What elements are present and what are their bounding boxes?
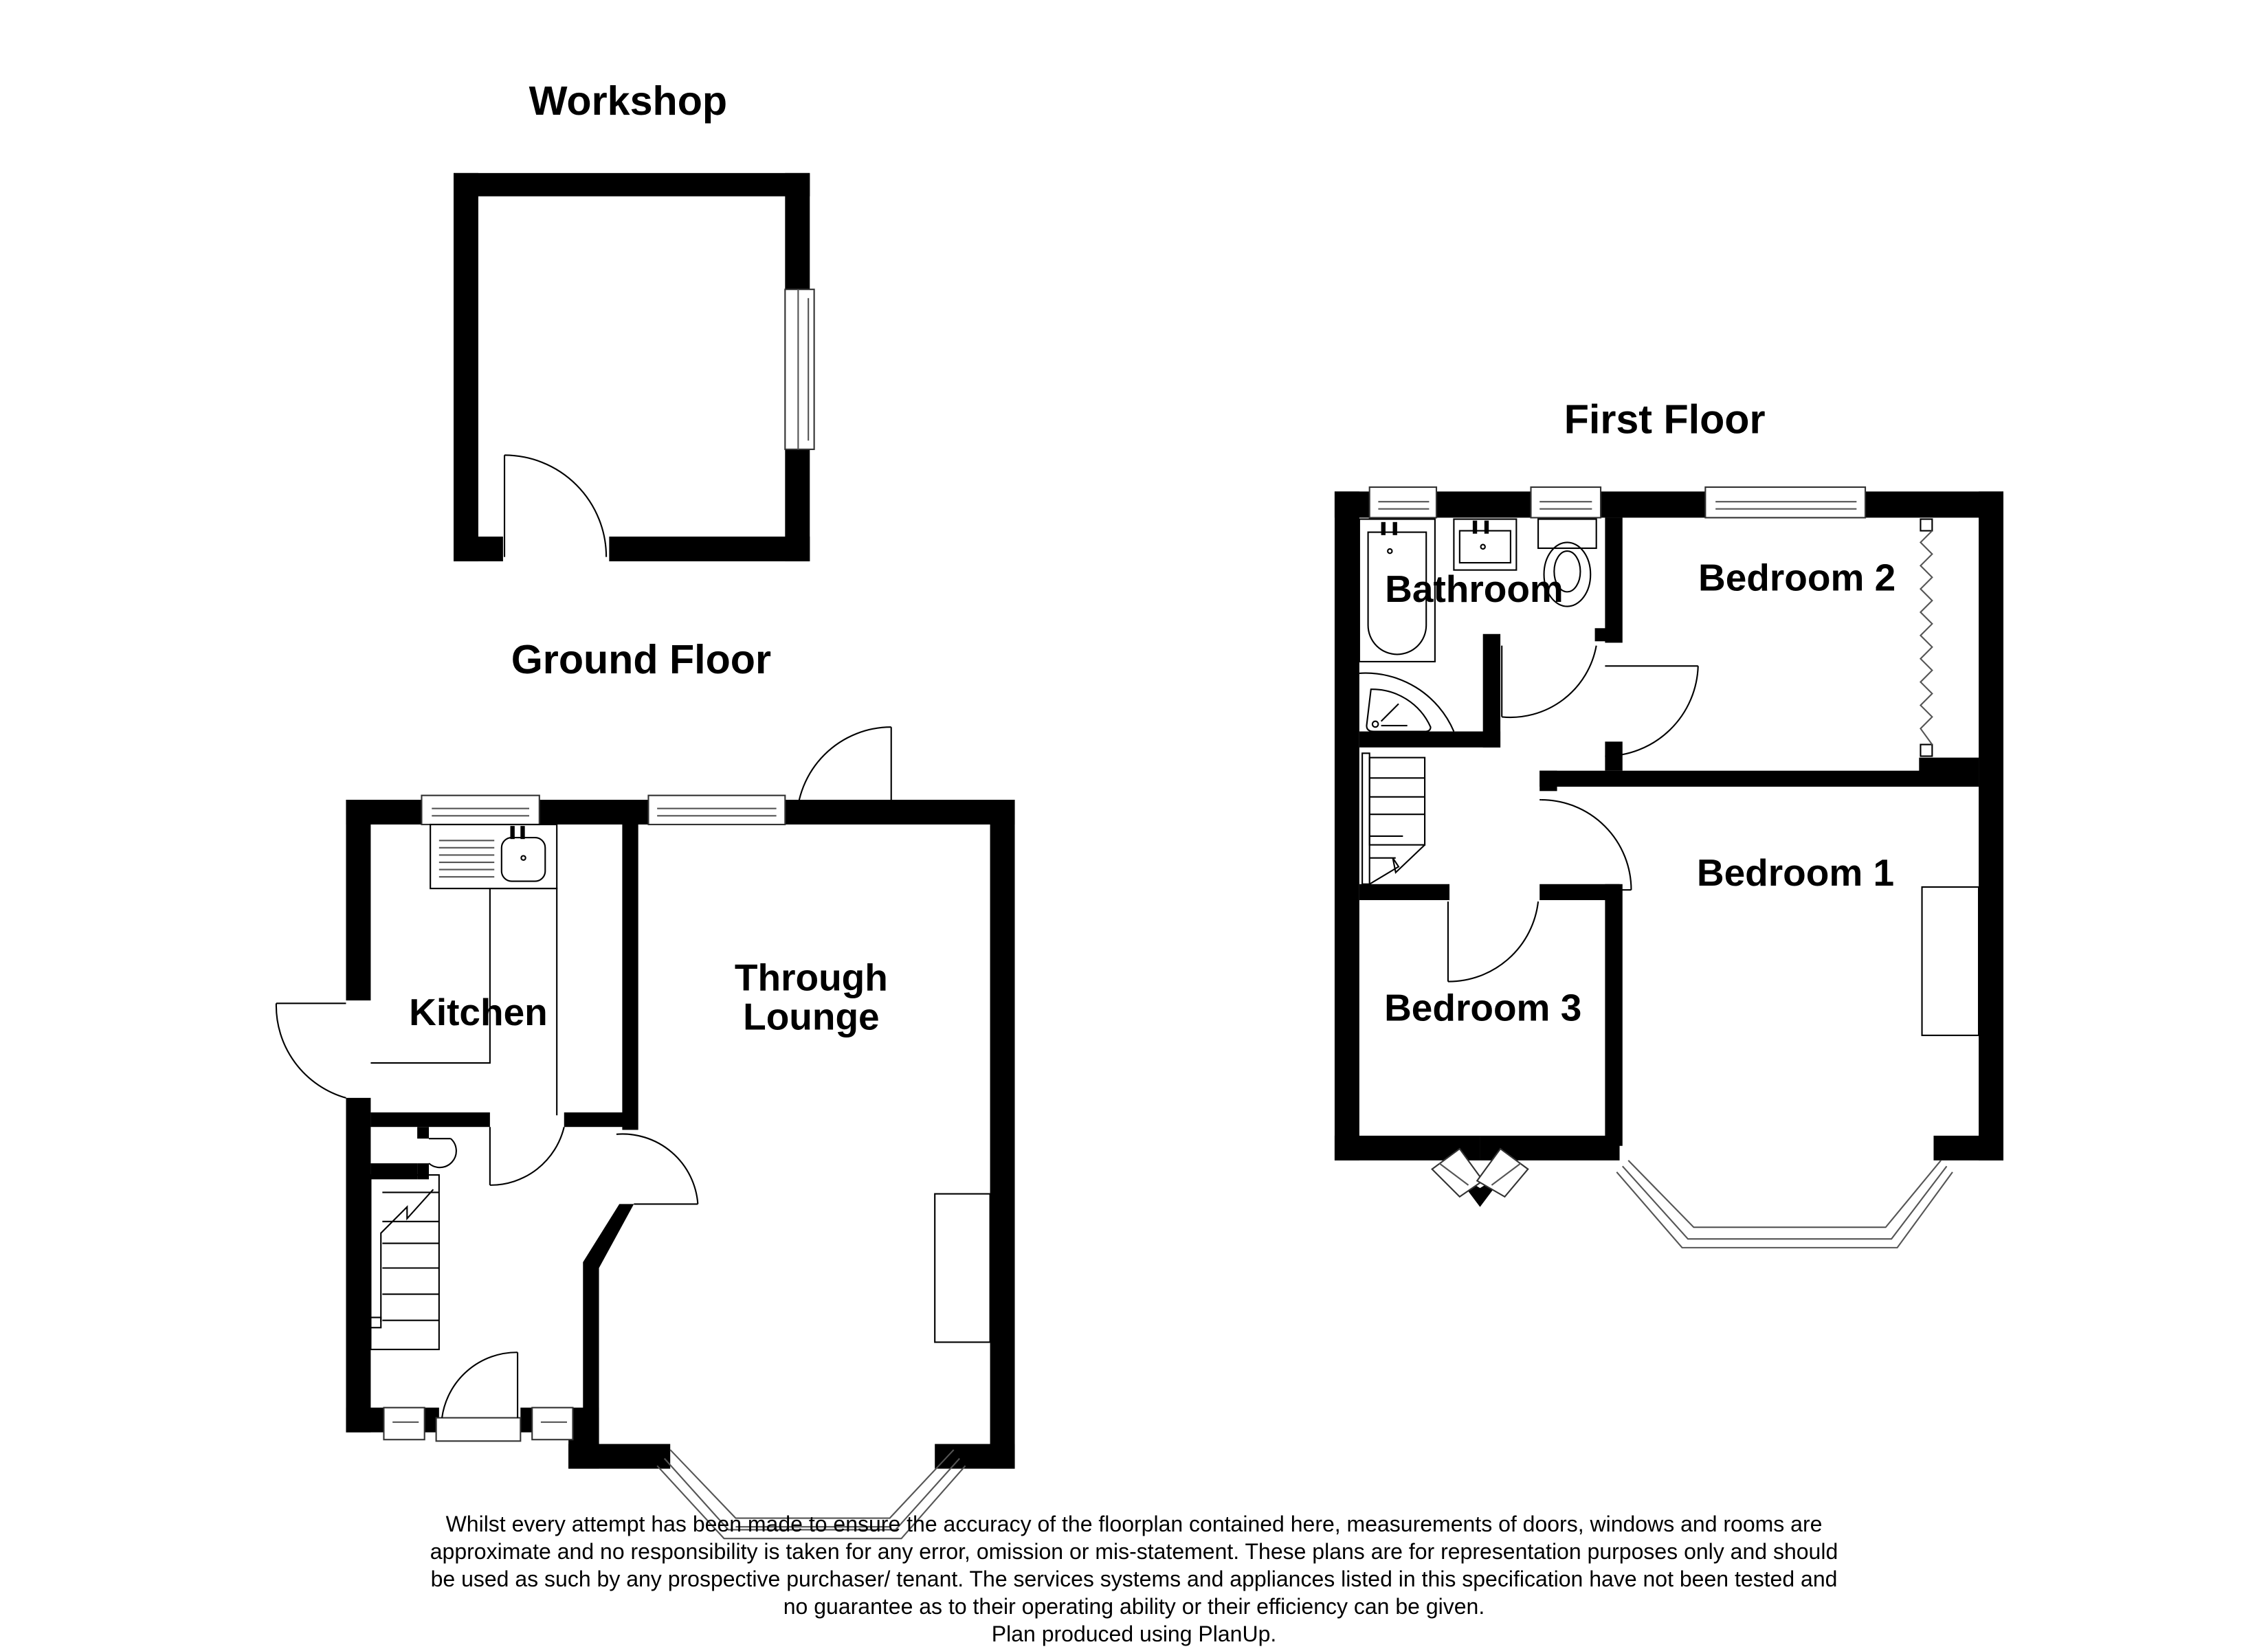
disclaimer-text: Whilst every attempt has been made to en… <box>371 1510 1897 1648</box>
door-icon <box>1447 901 1539 983</box>
wall <box>1605 517 1623 643</box>
door-icon <box>503 454 608 557</box>
disclaimer-line: be used as such by any prospective purch… <box>430 1567 1838 1591</box>
wall <box>370 1112 490 1128</box>
stairs-icon <box>370 1174 440 1351</box>
toilet-icon <box>1537 518 1597 607</box>
stairs-icon <box>1361 752 1426 885</box>
wall <box>417 1163 430 1180</box>
wall <box>346 1097 371 1433</box>
window-icon <box>383 1406 425 1441</box>
room-label-through-lounge: Through <box>735 956 888 998</box>
workshop-plan: Workshop <box>454 78 815 561</box>
window-icon <box>1704 486 1867 519</box>
room-label-through-lounge-2: Lounge <box>743 995 880 1037</box>
window-icon <box>1530 486 1602 519</box>
wall <box>454 172 810 197</box>
door-icon <box>796 726 892 822</box>
workshop-title: Workshop <box>529 78 727 124</box>
wall <box>622 824 638 1130</box>
wall <box>454 172 478 561</box>
bath-icon <box>1358 518 1436 663</box>
disclaimer-line: Whilst every attempt has been made to en… <box>445 1512 1823 1536</box>
chimney-breast <box>934 1193 991 1343</box>
kitchen-worktop <box>370 823 558 1116</box>
wall <box>1334 491 1359 1160</box>
sink-icon <box>438 826 546 882</box>
room-label-bedroom-1: Bedroom 1 <box>1697 851 1894 894</box>
door-icon <box>428 1138 457 1169</box>
wall <box>1594 628 1608 642</box>
wall <box>1482 633 1501 748</box>
room-label-kitchen: Kitchen <box>409 991 548 1033</box>
window-icon <box>647 794 786 826</box>
disclaimer-line: approximate and no responsibility is tak… <box>430 1539 1838 1564</box>
door-icon <box>1605 665 1699 757</box>
bay-window-icon <box>1616 1160 1953 1248</box>
window-icon <box>421 794 540 826</box>
wall <box>1933 1135 2003 1160</box>
room-label-bedroom-2: Bedroom 2 <box>1698 556 1895 598</box>
wardrobe-icon <box>1919 518 1933 757</box>
wall <box>1359 884 1450 901</box>
door-icon <box>1501 645 1597 719</box>
wall <box>1539 884 1620 901</box>
wall <box>1979 491 2003 1160</box>
door-icon <box>275 1002 346 1099</box>
wall <box>370 1163 418 1180</box>
window-icon <box>531 1406 574 1441</box>
wall <box>1334 491 2003 518</box>
wall <box>568 1444 671 1469</box>
first-floor-plan: First Floor <box>1334 396 2003 1248</box>
wall <box>1605 884 1623 1146</box>
wall <box>990 800 1015 1469</box>
wall <box>346 1407 390 1433</box>
ground-floor-title: Ground Floor <box>511 636 771 682</box>
room-label-bathroom: Bathroom <box>1385 568 1564 610</box>
wall <box>1359 731 1501 748</box>
ground-floor-plan: Ground Floor <box>275 636 1015 1540</box>
wall <box>346 800 371 1001</box>
wall <box>564 1112 637 1128</box>
wall <box>1539 770 1979 787</box>
wall <box>1539 770 1557 792</box>
wall <box>785 172 810 290</box>
wall <box>609 536 810 561</box>
door-icon <box>616 1133 699 1205</box>
basin-icon <box>1453 518 1517 571</box>
wall <box>417 1127 430 1139</box>
window-icon <box>1476 1147 1529 1198</box>
chimney-breast <box>1921 886 1980 1036</box>
first-floor-title: First Floor <box>1564 396 1766 442</box>
window-icon <box>1368 486 1438 519</box>
window-icon <box>784 289 815 451</box>
wall <box>583 1204 634 1448</box>
bay-window-icon <box>656 1449 966 1540</box>
wall <box>454 536 503 561</box>
room-label-bedroom-3: Bedroom 3 <box>1384 987 1581 1029</box>
shower-icon <box>1359 672 1455 732</box>
door-icon <box>1539 798 1632 891</box>
plan-credit: Plan produced using PlanUp. <box>991 1622 1277 1646</box>
front-door-icon <box>435 1351 522 1442</box>
wall <box>1919 757 1979 776</box>
disclaimer-line: no guarantee as to their operating abili… <box>783 1594 1485 1619</box>
door-icon <box>489 1126 565 1186</box>
